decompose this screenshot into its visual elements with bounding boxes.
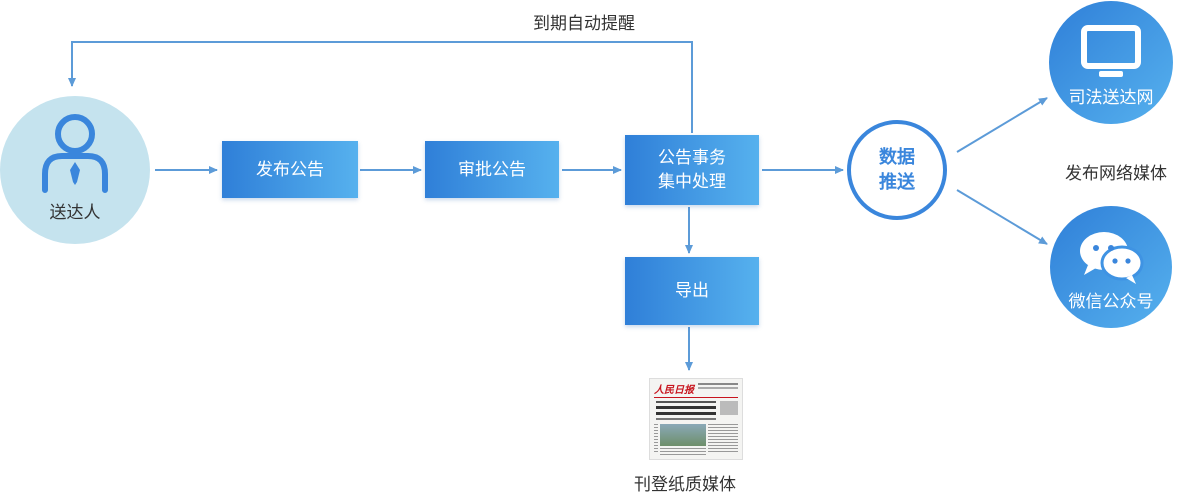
data-push-line1: 数据 bbox=[879, 147, 915, 168]
judicial-network-label: 司法送达网 bbox=[1068, 88, 1154, 108]
sender-label: 送达人 bbox=[49, 202, 101, 223]
data-push-node[interactable]: 数据 推送 bbox=[847, 120, 947, 220]
auto-reminder-label: 到期自动提醒 bbox=[533, 14, 635, 34]
wechat-icon bbox=[1080, 231, 1144, 284]
judicial-network-node[interactable]: 司法送达网 bbox=[1049, 1, 1173, 124]
approve-notice-label: 审批公告 bbox=[458, 159, 526, 180]
wechat-account-node[interactable]: 微信公众号 bbox=[1050, 206, 1172, 328]
data-push-line2: 推送 bbox=[879, 172, 915, 193]
central-processing-line2: 集中处理 bbox=[658, 172, 726, 192]
sender-node[interactable]: 送达人 bbox=[0, 96, 150, 244]
newspaper-image: 人民日报 bbox=[649, 378, 743, 460]
publish-notice-label: 发布公告 bbox=[256, 159, 324, 180]
arrow-push-to-judicial bbox=[956, 97, 1048, 153]
export-box[interactable]: 导出 bbox=[625, 257, 759, 325]
central-processing-line1: 公告事务 bbox=[658, 148, 726, 168]
arrow-push-to-wechat bbox=[956, 189, 1048, 245]
export-label: 导出 bbox=[675, 281, 709, 301]
publish-notice-box[interactable]: 发布公告 bbox=[222, 141, 358, 198]
monitor-icon bbox=[1081, 25, 1141, 77]
newspaper-masthead: 人民日报 bbox=[654, 385, 694, 396]
reminder-loop-line bbox=[68, 41, 693, 133]
wechat-account-label: 微信公众号 bbox=[1068, 291, 1154, 312]
publish-network-media-label: 发布网络媒体 bbox=[1065, 164, 1167, 184]
central-processing-box[interactable]: 公告事务 集中处理 bbox=[625, 135, 759, 205]
print-media-label: 刊登纸质媒体 bbox=[634, 475, 736, 495]
approve-notice-box[interactable]: 审批公告 bbox=[425, 141, 559, 198]
person-icon bbox=[42, 113, 108, 193]
